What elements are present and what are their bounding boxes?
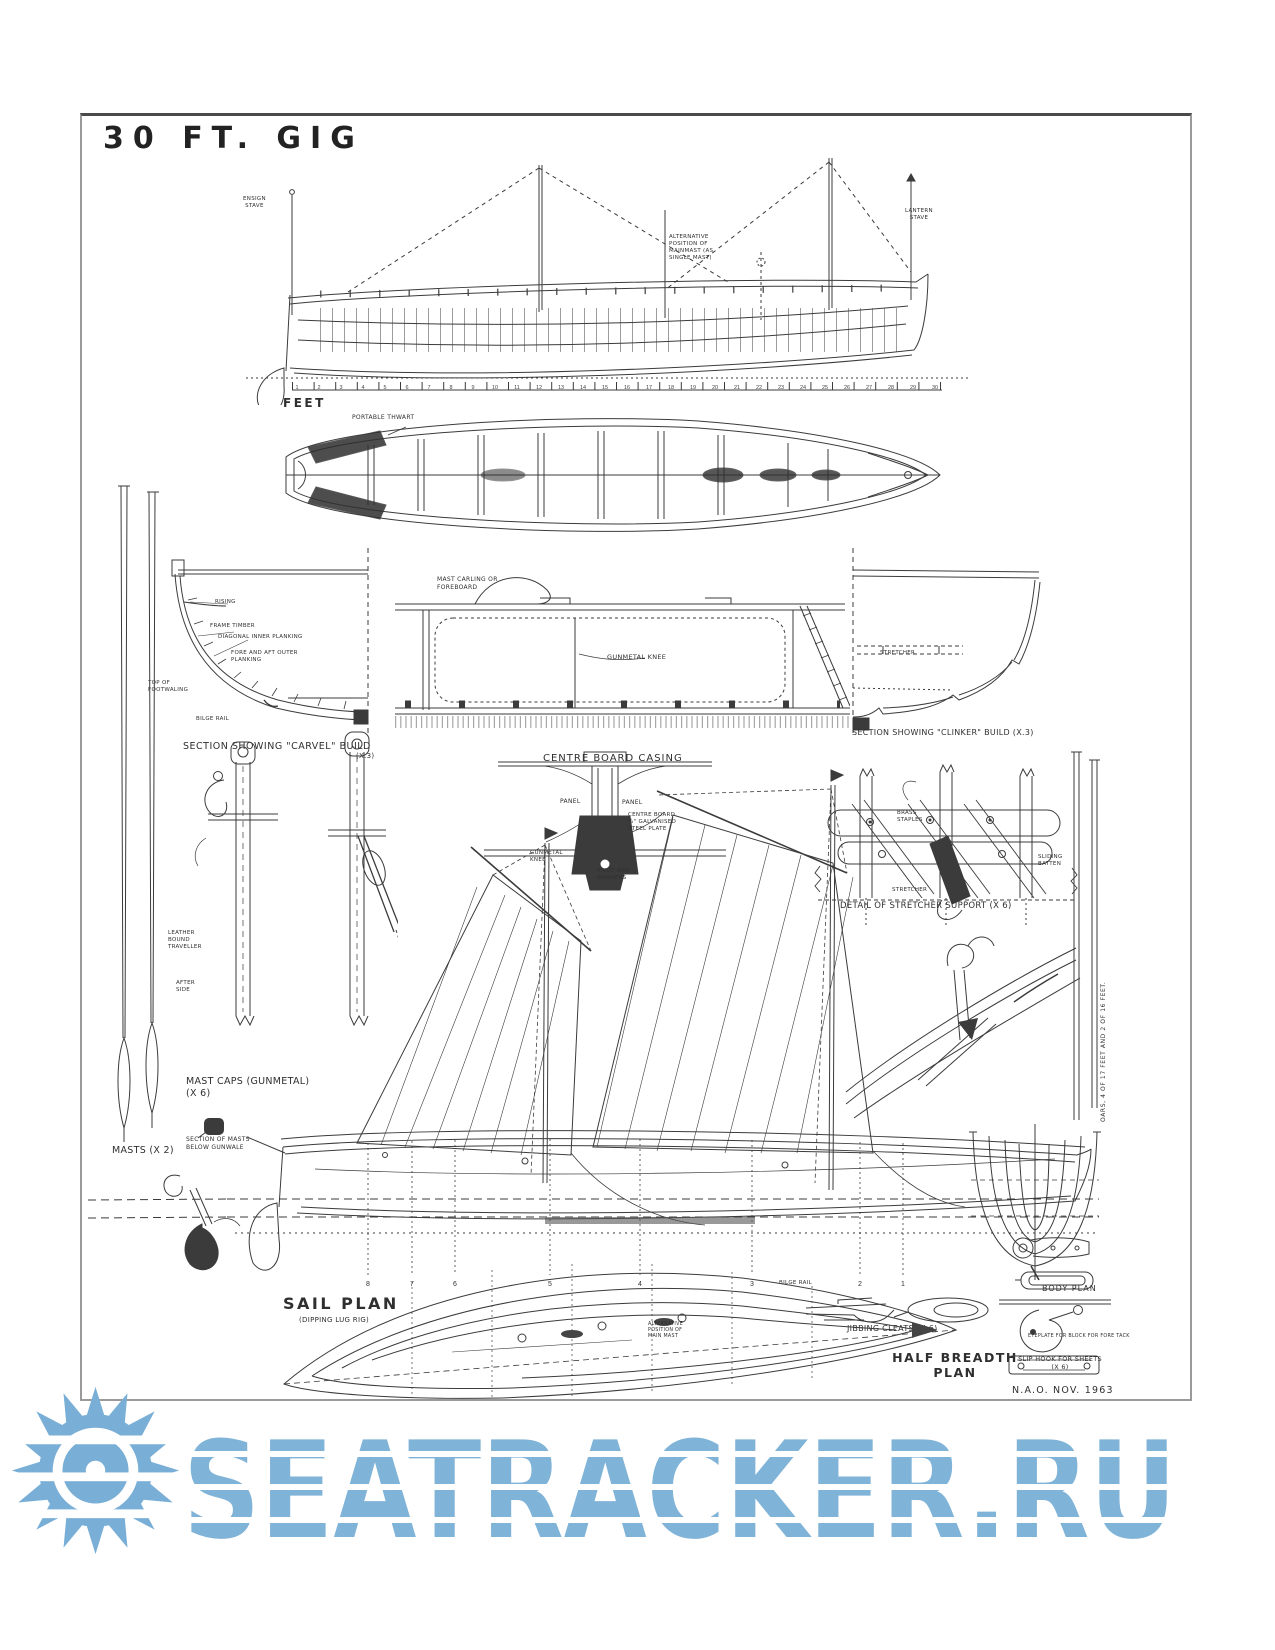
label-gunmetal-knee-detail: GUNMETAL KNEE (530, 850, 563, 863)
label-pivot-washers: PIVOT AND WASHERS (597, 868, 630, 881)
stretcher-support-drawing (814, 763, 1078, 926)
drawing-credit: N.A.O. NOV. 1963 (1012, 1385, 1114, 1396)
label-panel-left: PANEL (560, 798, 581, 805)
label-brass-staples: BRASS STAPLES (897, 810, 923, 823)
station-2: 2 (858, 1281, 862, 1288)
station-4: 4 (638, 1281, 642, 1288)
drawing-frame (80, 113, 1192, 1401)
station-1: 1 (901, 1281, 905, 1288)
label-masts-x2: MASTS (X 2) (112, 1145, 174, 1156)
sail-plan-drawing (227, 769, 1099, 1275)
half-breadth-title: HALF BREADTH PLAN (892, 1350, 1018, 1380)
half-breadth-drawing (283, 1264, 958, 1399)
label-sliding-batten: SLIDING BATTEN (1038, 854, 1063, 867)
fittings-drawing (999, 1237, 1111, 1375)
gunwale-detail-drawing (845, 936, 1081, 1119)
label-lantern-stave: LANTERN STAVE (905, 208, 933, 221)
label-frame-timber: FRAME TIMBER (210, 623, 255, 629)
watermark-text: SEATRACKER.RU (183, 1413, 1177, 1569)
jibbing-cleats-drawing (805, 1297, 989, 1323)
label-bilge-rail-section: BILGE RAIL (196, 716, 229, 722)
label-half-breadth-alt-mast: ALTERNATIVE POSITION OF MAIN MAST (648, 1322, 684, 1339)
centre-board-casing-drawing (395, 577, 850, 728)
label-fore-aft-planking: FORE AND AFT OUTER PLANKING (231, 650, 298, 663)
watermark-sun-logo (8, 1386, 183, 1555)
station-7: 7 (410, 1281, 414, 1288)
label-slip-hook: SLIP HOOK FOR SHEETS (X 6) (1018, 1355, 1102, 1372)
station-5: 5 (548, 1281, 552, 1288)
oars-drawing (1071, 751, 1100, 1120)
clinker-section-title: SECTION SHOWING "CLINKER" BUILD (X.3) (852, 728, 1034, 737)
label-ensign-stave: ENSIGN STAVE (243, 196, 266, 209)
masts-drawing (117, 485, 159, 1142)
label-rising: RISING (215, 599, 236, 605)
label-alternative-mast-note: ALTERNATIVE POSITION OF MAINMAST (AS SIN… (669, 234, 714, 261)
centre-board-casing-title: CENTRE BOARD CASING (543, 753, 683, 764)
waterline-extension (88, 1198, 228, 1219)
label-diagonal-planking: DIAGONAL INNER PLANKING (218, 634, 303, 640)
label-feet-scale: FEET (283, 396, 326, 410)
clinker-section-drawing (852, 548, 1041, 736)
oars-note: OARS, 4 OF 17 FEET AND 2 OF 16 FEET. (1100, 981, 1107, 1122)
page-title: 30 FT. GIG (103, 121, 364, 156)
label-centre-board-plate: CENTRE BOARD ¼" GALVANISED STEEL PLATE (628, 812, 677, 832)
profile-view-drawing (246, 158, 968, 405)
label-panel-right: PANEL (622, 799, 643, 806)
stretcher-detail-title: DETAIL OF STRETCHER SUPPORT (X 6) (840, 901, 1012, 911)
carvel-section-drawing (171, 548, 369, 736)
label-after-side: AFTER SIDE (176, 980, 195, 993)
body-plan-drawing (969, 1124, 1101, 1281)
label-section-of-masts: SECTION OF MASTS BELOW GUNWALE (186, 1136, 250, 1151)
label-mast-caps: MAST CAPS (GUNMETAL) (X 6) (186, 1076, 310, 1099)
label-gunmetal-knee: GUNMETAL KNEE (607, 653, 667, 661)
mast-section-blob (197, 1118, 224, 1139)
anchor-detail-drawing (163, 1174, 241, 1271)
label-bilge-rail-sail-plan: BILGE RAIL (779, 1280, 812, 1286)
label-stretcher-detail: STRETCHER (892, 887, 928, 893)
carvel-scale-note: (X.3) (356, 752, 375, 760)
label-leather-traveller: LEATHER BOUND TRAVELLER (168, 930, 202, 950)
label-mast-carling: MAST CARLING OR FOREBOARD (437, 576, 498, 591)
label-eyeplate: EYEPLATE FOR BLOCK FOR FORE TACK (1028, 1334, 1130, 1339)
station-6: 6 (453, 1281, 457, 1288)
sail-plan-title: SAIL PLAN (283, 1294, 399, 1313)
deck-plan-drawing (285, 418, 941, 532)
label-portable-thwart: PORTABLE THWART (352, 414, 415, 421)
carvel-section-title: SECTION SHOWING "CARVEL" BUILD (183, 741, 371, 752)
label-stretcher-section: STRETCHER (880, 650, 916, 656)
mast-caps-drawing (194, 731, 398, 1027)
sail-plan-subtitle: (DIPPING LUG RIG) (299, 1316, 370, 1324)
station-3: 3 (750, 1281, 754, 1288)
station-8: 8 (366, 1281, 370, 1288)
centre-board-detail-drawing (484, 751, 726, 891)
